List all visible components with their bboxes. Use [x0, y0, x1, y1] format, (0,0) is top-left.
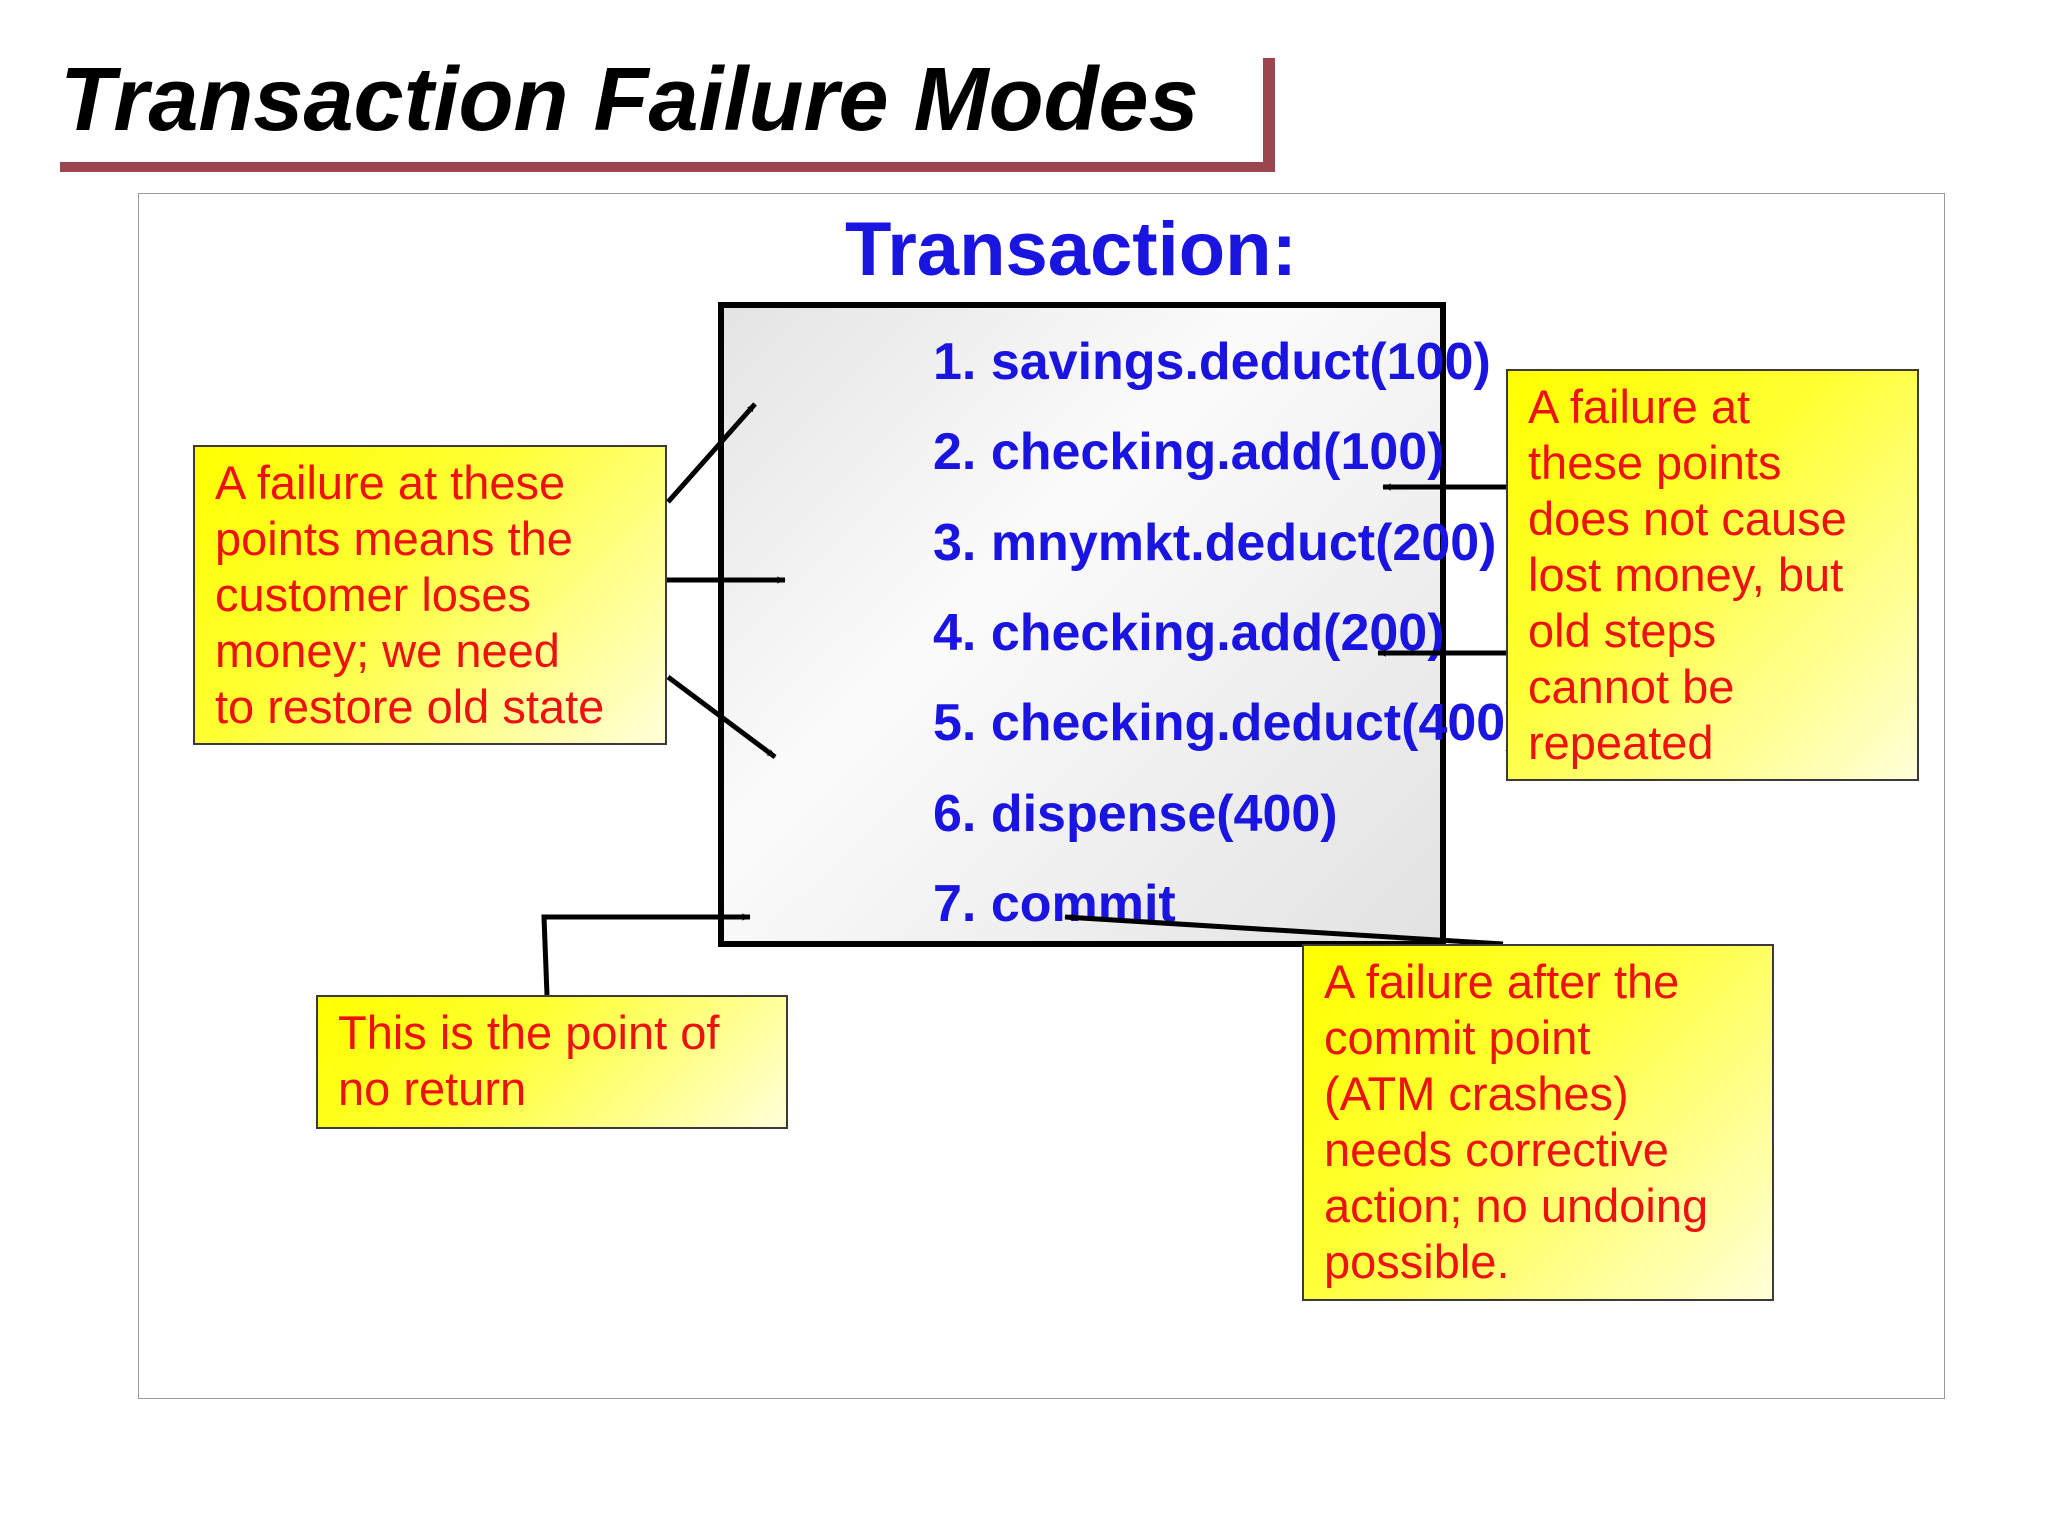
note-restore-state: A failure at these points means the cust… — [193, 445, 667, 745]
note-line: action; no undoing — [1324, 1179, 1709, 1232]
step-1: 1. savings.deduct(100) — [933, 333, 1491, 391]
note-line: commit point — [1324, 1011, 1591, 1064]
note-line: no return — [338, 1062, 527, 1115]
note-line: does not cause — [1528, 492, 1847, 545]
diagram-frame — [138, 193, 1945, 1399]
arrow-to-commit-point — [541, 913, 751, 996]
note-line: to restore old state — [215, 680, 605, 733]
step-4: 4. checking.add(200) — [933, 604, 1445, 662]
step-6: 6. dispense(400) — [933, 785, 1338, 843]
step-2: 2. checking.add(100) — [933, 423, 1445, 481]
note-line: old steps — [1528, 604, 1717, 657]
title-side-rule — [1263, 58, 1275, 172]
step-3: 3. mnymkt.deduct(200) — [933, 514, 1497, 572]
step-5: 5. checking.deduct(400) — [933, 694, 1523, 752]
slide-title: Transaction Failure Modes — [60, 50, 1199, 150]
note-line: lost money, but — [1528, 548, 1844, 601]
transaction-box — [718, 302, 1446, 947]
note-point-of-no-return: This is the point of no return — [316, 995, 788, 1129]
note-line: repeated — [1528, 716, 1714, 769]
arrow-to-step-1-gap — [666, 402, 757, 504]
arrow-to-step-7 — [1064, 913, 1504, 947]
note-line: money; we need — [215, 624, 560, 677]
note-line: A failure at — [1528, 380, 1751, 433]
note-line: This is the point of — [338, 1006, 720, 1059]
transaction-heading: Transaction: — [845, 207, 1297, 292]
note-line: these points — [1528, 436, 1782, 489]
note-line: A failure after the — [1324, 955, 1680, 1008]
note-line: needs corrective — [1324, 1123, 1669, 1176]
note-line: (ATM crashes) — [1324, 1067, 1629, 1120]
note-line: points means the — [215, 512, 573, 565]
note-after-commit: A failure after the commit point (ATM cr… — [1302, 944, 1774, 1301]
note-line: cannot be — [1528, 660, 1735, 713]
note-no-repeat: A failure at these points does not cause… — [1506, 369, 1919, 781]
note-line: possible. — [1324, 1235, 1510, 1288]
note-line: customer loses — [215, 568, 532, 621]
title-underline — [60, 162, 1275, 172]
arrow-to-step-5-gap — [666, 674, 777, 760]
note-line: A failure at these — [215, 456, 566, 509]
